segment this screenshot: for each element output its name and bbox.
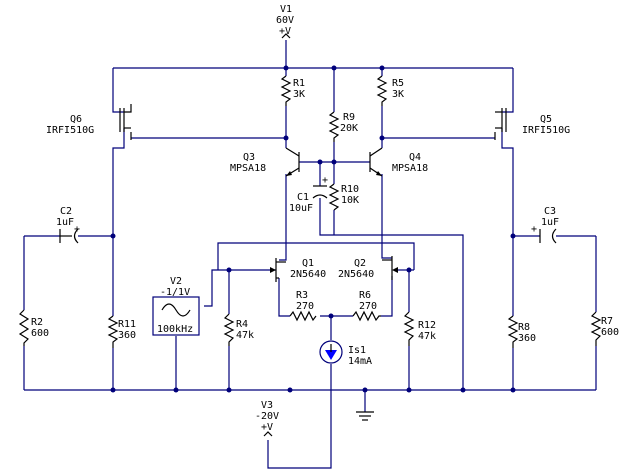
- r10-label: R10: [341, 184, 359, 195]
- r2-value: 600: [31, 328, 49, 339]
- is1-value: 14mA: [348, 356, 372, 367]
- q1-label: Q1: [302, 258, 314, 269]
- r3-value: 270: [296, 301, 314, 312]
- c2-plus: +: [74, 224, 80, 235]
- q5-mosfet: Q5 IRFI510G: [494, 108, 570, 140]
- q3-transistor: Q3 MPSA18: [230, 147, 300, 177]
- r3-resistor: R3 270: [289, 290, 317, 322]
- r5-value: 3K: [392, 89, 404, 100]
- r3-label: R3: [296, 290, 308, 301]
- c2-value: 1uF: [56, 217, 74, 228]
- c3-plus: +: [531, 224, 537, 235]
- is1-label: Is1: [348, 345, 366, 356]
- r11-value: 360: [118, 330, 136, 341]
- r5-resistor: R5 3K: [376, 75, 404, 106]
- q2-label: Q2: [354, 258, 366, 269]
- v1-symbol: +V: [279, 26, 291, 37]
- r9-label: R9: [343, 112, 355, 123]
- r6-resistor: R6 270: [352, 290, 381, 322]
- r8-resistor: R8 360: [507, 315, 536, 348]
- c3-label: C3: [544, 206, 556, 217]
- r9-resistor: R9 20K: [328, 111, 358, 142]
- r12-label: R12: [418, 320, 436, 331]
- q5-part: IRFI510G: [522, 125, 570, 136]
- r10-value: 10K: [341, 195, 359, 206]
- q2-part: 2N5640: [338, 269, 374, 280]
- v3-supply: V3 -20V +V: [255, 400, 279, 437]
- r11-resistor: R11 360: [107, 315, 136, 348]
- r11-label: R11: [118, 319, 136, 330]
- junctions: [110, 65, 516, 393]
- q4-transistor: Q4 MPSA18: [369, 147, 428, 177]
- v1-value: 60V: [276, 15, 294, 26]
- r4-resistor: R4 47k: [223, 313, 254, 346]
- r7-value: 600: [601, 327, 619, 338]
- c1-label: C1: [297, 192, 309, 203]
- c3-capacitor: C3 1uF +: [531, 206, 559, 244]
- r1-resistor: R1 3K: [280, 75, 305, 106]
- q4-label: Q4: [409, 152, 421, 163]
- r1-value: 3K: [293, 89, 305, 100]
- c2-capacitor: C2 1uF +: [56, 206, 80, 244]
- q3-part: MPSA18: [230, 163, 266, 174]
- q5-label: Q5: [540, 114, 552, 125]
- v3-label: V3: [261, 400, 273, 411]
- r10-resistor: R10 10K: [328, 183, 359, 211]
- v1-supply: V1 60V +V: [276, 4, 294, 39]
- ground-icon: [356, 411, 374, 421]
- q1-jfet: Q1 2N5640: [270, 258, 326, 282]
- v2-value: -1/1V: [160, 287, 190, 298]
- c1-capacitor: + C1 10uF: [289, 175, 328, 214]
- r9-value: 20K: [340, 123, 358, 134]
- r2-label: R2: [31, 317, 43, 328]
- r7-label: R7: [601, 316, 613, 327]
- q6-part: IRFI510G: [46, 125, 94, 136]
- r8-label: R8: [518, 322, 530, 333]
- r6-label: R6: [359, 290, 371, 301]
- v1-label: V1: [280, 4, 292, 15]
- q4-part: MPSA18: [392, 163, 428, 174]
- r4-label: R4: [236, 319, 248, 330]
- r12-value: 47k: [418, 331, 436, 342]
- v2-signal-source: V2 -1/1V 100kHz: [152, 276, 200, 336]
- q1-part: 2N5640: [290, 269, 326, 280]
- v3-symbol: +V: [261, 422, 273, 433]
- wires: [23, 40, 597, 469]
- r12-resistor: R12 47k: [403, 311, 436, 346]
- is1-current-source: Is1 14mA: [319, 340, 372, 367]
- r8-value: 360: [518, 333, 536, 344]
- c3-value: 1uF: [541, 217, 559, 228]
- v2-label: V2: [170, 276, 182, 287]
- c1-plus: +: [322, 175, 328, 186]
- r1-label: R1: [293, 78, 305, 89]
- q2-jfet: Q2 2N5640: [338, 256, 398, 280]
- r2-resistor: R2 600: [18, 309, 49, 346]
- c2-label: C2: [60, 206, 72, 217]
- v3-value: -20V: [255, 411, 279, 422]
- r4-value: 47k: [236, 330, 254, 341]
- r5-label: R5: [392, 78, 404, 89]
- r6-value: 270: [359, 301, 377, 312]
- r7-resistor: R7 600: [590, 311, 619, 346]
- q6-label: Q6: [70, 114, 82, 125]
- q6-mosfet: Q6 IRFI510G: [46, 104, 132, 140]
- c1-value: 10uF: [289, 203, 313, 214]
- q3-label: Q3: [243, 152, 255, 163]
- v2-freq: 100kHz: [157, 324, 193, 335]
